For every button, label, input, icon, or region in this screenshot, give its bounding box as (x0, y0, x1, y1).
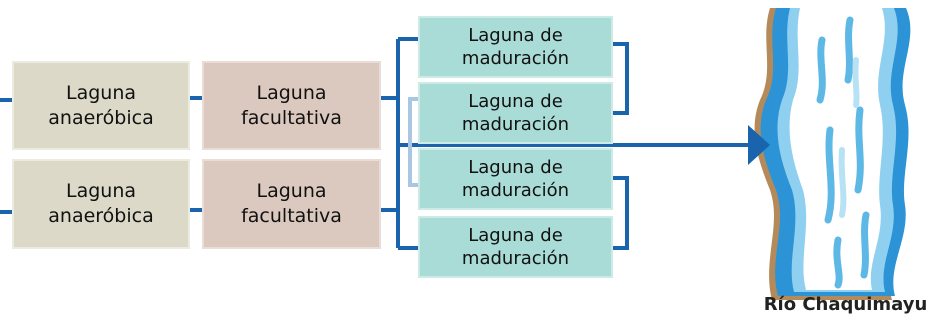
anaerobic-lagoon-2: Laguna anaeróbica (12, 159, 190, 249)
outflow-arrowhead (748, 125, 770, 165)
river-ripple (860, 211, 870, 279)
maturation-lagoon-3: Laguna de maduración (418, 148, 613, 210)
pipe-right-bracket-top (613, 42, 629, 115)
pipe-right-bracket-bottom (613, 176, 629, 250)
river-water-center (789, 8, 885, 290)
river-ripple (816, 36, 826, 104)
facultative-lagoon-1: Laguna facultativa (202, 61, 381, 150)
river-label: Río Chaquimayu (763, 294, 928, 315)
maturation-lagoon-1: Laguna de maduración (418, 16, 613, 78)
anaerobic-lagoon-1: Laguna anaeróbica (12, 61, 190, 150)
maturation-lagoon-2: Laguna de maduración (418, 82, 613, 144)
river-ripple (844, 16, 854, 84)
river-ripple-light (852, 57, 860, 108)
maturation-lagoon-4: Laguna de maduración (418, 216, 613, 278)
pipe-light-branch (408, 97, 418, 187)
river-ripple-light (838, 147, 847, 218)
river-illustration (754, 8, 911, 300)
river-ripple (833, 236, 843, 289)
facultative-lagoon-2: Laguna facultativa (202, 159, 381, 249)
river-ripple (824, 126, 835, 224)
pipes (0, 37, 750, 250)
river-ripple (854, 106, 864, 194)
